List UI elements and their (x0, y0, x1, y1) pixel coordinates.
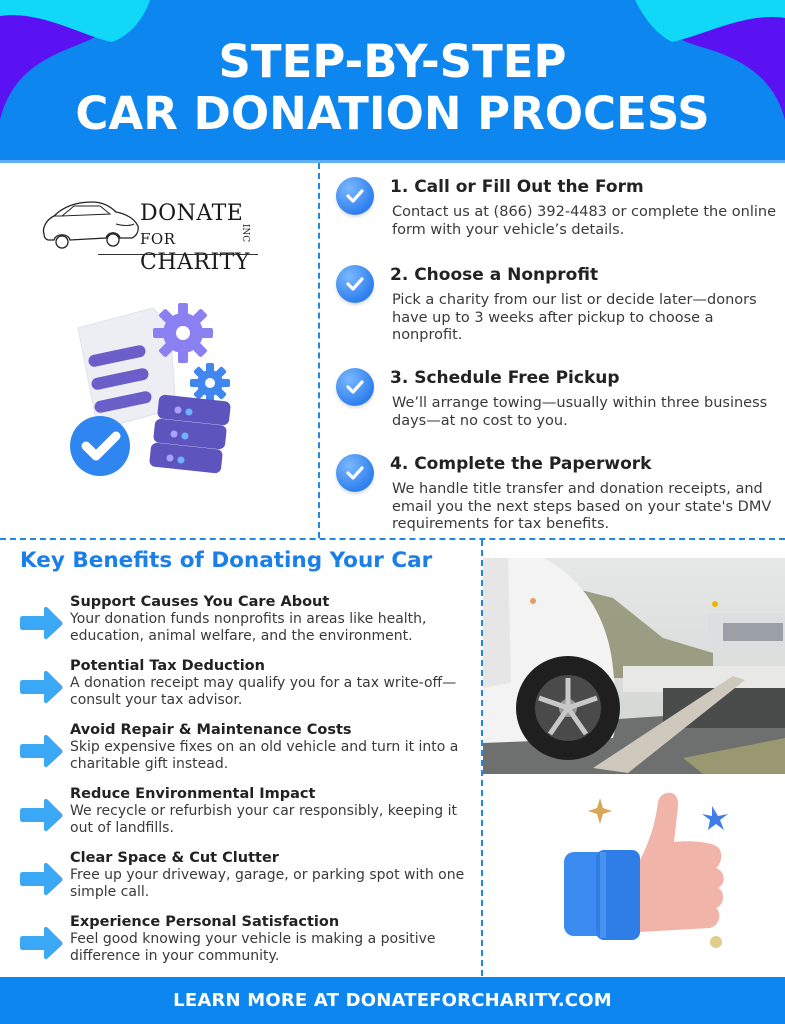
car-outline-icon (42, 201, 139, 249)
logo-underline (98, 254, 258, 255)
arrow-right-icon (20, 862, 63, 896)
step-title: 3. Schedule Free Pickup (390, 368, 620, 388)
footer-link[interactable]: LEARN MORE AT DONATEFORCHARITY.COM (173, 990, 612, 1011)
check-circle-icon (336, 265, 374, 303)
decorative-wave-shapes (0, 0, 785, 120)
check-circle-icon (336, 177, 374, 215)
title-line-2: CAR DONATION PROCESS (75, 87, 710, 140)
footer-banner: LEARN MORE AT DONATEFORCHARITY.COM (0, 977, 785, 1024)
steps-list: 1. Call or Fill Out the Form Contact us … (336, 168, 776, 563)
step-title: 1. Call or Fill Out the Form (390, 177, 644, 197)
benefit-body: Skip expensive fixes on an old vehicle a… (70, 739, 459, 772)
step-body: Pick a charity from our list or decide l… (392, 292, 757, 343)
divider-vertical-top (318, 163, 320, 538)
benefit-title: Avoid Repair & Maintenance Costs (70, 722, 352, 738)
benefit-title: Potential Tax Deduction (70, 658, 265, 674)
benefit-title: Reduce Environmental Impact (70, 786, 316, 802)
step-body: We’ll arrange towing—usually within thre… (392, 395, 768, 429)
header-banner: STEP-BY-STEP CAR DONATION PROCESS (0, 0, 785, 160)
benefit-item: Experience Personal Satisfaction Feel go… (18, 914, 478, 978)
benefit-body: Your donation funds nonprofits in areas … (70, 611, 427, 644)
benefit-item: Support Causes You Care About Your donat… (18, 594, 478, 658)
document-gears-server-check-icon (70, 303, 231, 476)
divider-horizontal-middle (0, 538, 785, 540)
benefit-body: We recycle or refurbish your car respons… (70, 803, 458, 836)
arrow-right-icon (20, 670, 63, 704)
step-title: 4. Complete the Paperwork (390, 454, 652, 474)
step-item-4: 4. Complete the Paperwork We handle titl… (336, 453, 776, 563)
divider-vertical-bottom (481, 540, 483, 976)
benefits-heading: Key Benefits of Donating Your Car (20, 548, 433, 573)
step-item-2: 2. Choose a Nonprofit Pick a charity fro… (336, 264, 776, 359)
benefit-body: Free up your driveway, garage, or parkin… (70, 867, 465, 900)
page-title: STEP-BY-STEP CAR DONATION PROCESS (0, 36, 785, 140)
arrow-right-icon (20, 926, 63, 960)
benefits-list: Support Causes You Care About Your donat… (18, 594, 478, 978)
step-body: Contact us at (866) 392-4483 or complete… (392, 204, 776, 238)
benefit-item: Clear Space & Cut Clutter Free up your d… (18, 850, 478, 914)
step-item-3: 3. Schedule Free Pickup We’ll arrange to… (336, 367, 776, 445)
thumbs-up-icon (564, 792, 728, 948)
arrow-right-icon (20, 734, 63, 768)
benefit-item: Potential Tax Deduction A donation recei… (18, 658, 478, 722)
donate-for-charity-logo: DONATE FOR CHARITY INC (40, 198, 262, 275)
arrow-right-icon (20, 606, 63, 640)
benefit-body: A donation receipt may qualify you for a… (70, 675, 457, 708)
benefit-title: Clear Space & Cut Clutter (70, 850, 279, 866)
title-line-1: STEP-BY-STEP (218, 35, 567, 88)
step-body: We handle title transfer and donation re… (392, 481, 772, 532)
benefit-item: Avoid Repair & Maintenance Costs Skip ex… (18, 722, 478, 786)
logo-wordmark: DONATE FOR CHARITY (140, 202, 262, 275)
benefit-title: Experience Personal Satisfaction (70, 914, 340, 930)
logo-word-for: FOR (140, 230, 176, 248)
step-item-1: 1. Call or Fill Out the Form Contact us … (336, 176, 776, 256)
check-circle-icon (336, 368, 374, 406)
benefit-item: Reduce Environmental Impact We recycle o… (18, 786, 478, 850)
benefit-title: Support Causes You Care About (70, 594, 330, 610)
tow-truck-photo (483, 558, 785, 774)
check-circle-icon (336, 454, 374, 492)
benefit-body: Feel good knowing your vehicle is making… (70, 931, 436, 964)
header-divider (0, 160, 785, 163)
logo-word-donate: DONATE (140, 201, 244, 226)
step-title: 2. Choose a Nonprofit (390, 265, 599, 285)
arrow-right-icon (20, 798, 63, 832)
logo-inc: INC (240, 223, 251, 243)
